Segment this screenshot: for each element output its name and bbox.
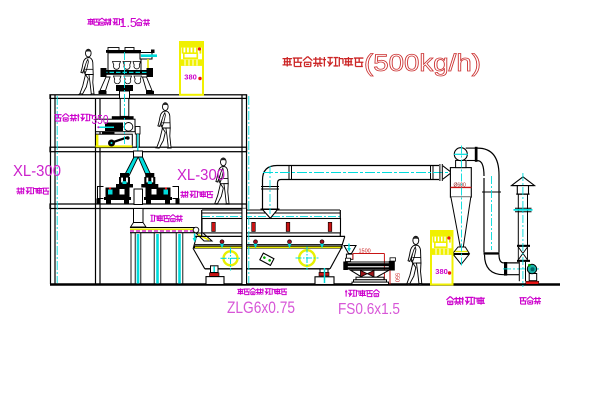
svg-text:1500: 1500 bbox=[359, 249, 371, 255]
svg-text:ZLG6x0.75: ZLG6x0.75 bbox=[227, 298, 295, 317]
svg-text:FS0.6x1.5: FS0.6x1.5 bbox=[338, 301, 400, 318]
svg-text:Ø600: Ø600 bbox=[454, 182, 466, 188]
svg-text:1.5: 1.5 bbox=[120, 16, 137, 30]
svg-text:380: 380 bbox=[184, 73, 197, 82]
svg-text:550: 550 bbox=[394, 273, 400, 282]
svg-text:(500kg/h): (500kg/h) bbox=[364, 50, 481, 77]
svg-text:350: 350 bbox=[92, 113, 109, 127]
svg-text:XL-300: XL-300 bbox=[177, 167, 225, 184]
svg-text:XL-300: XL-300 bbox=[13, 163, 61, 180]
svg-text:380: 380 bbox=[435, 267, 448, 276]
